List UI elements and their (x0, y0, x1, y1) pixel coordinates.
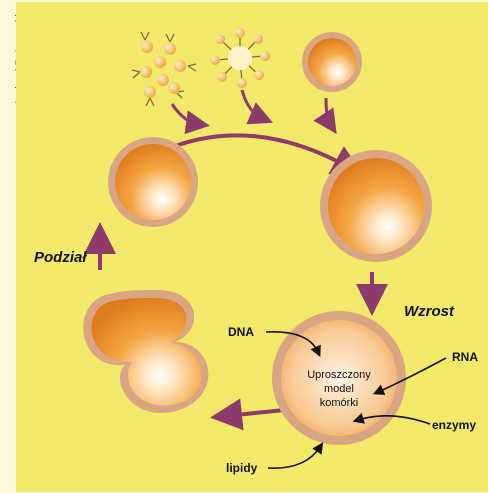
rna-label: RNA (452, 350, 478, 364)
model-label-line3: komórki (320, 397, 359, 409)
lipids-label: lipidy (226, 461, 258, 475)
small-vesicle-top (302, 32, 362, 92)
division-label: Podział (34, 249, 87, 266)
model-label-line2: model (324, 383, 354, 395)
enzymes-label: enzymy (432, 418, 476, 432)
vesicle-right (320, 150, 432, 262)
vesicle-left (108, 137, 198, 227)
background-panel (16, 2, 488, 492)
growth-label: Wzrost (404, 303, 455, 320)
dna-label: DNA (228, 325, 254, 339)
micelle (210, 28, 270, 88)
model-label-line1: Uproszczony (307, 369, 371, 381)
